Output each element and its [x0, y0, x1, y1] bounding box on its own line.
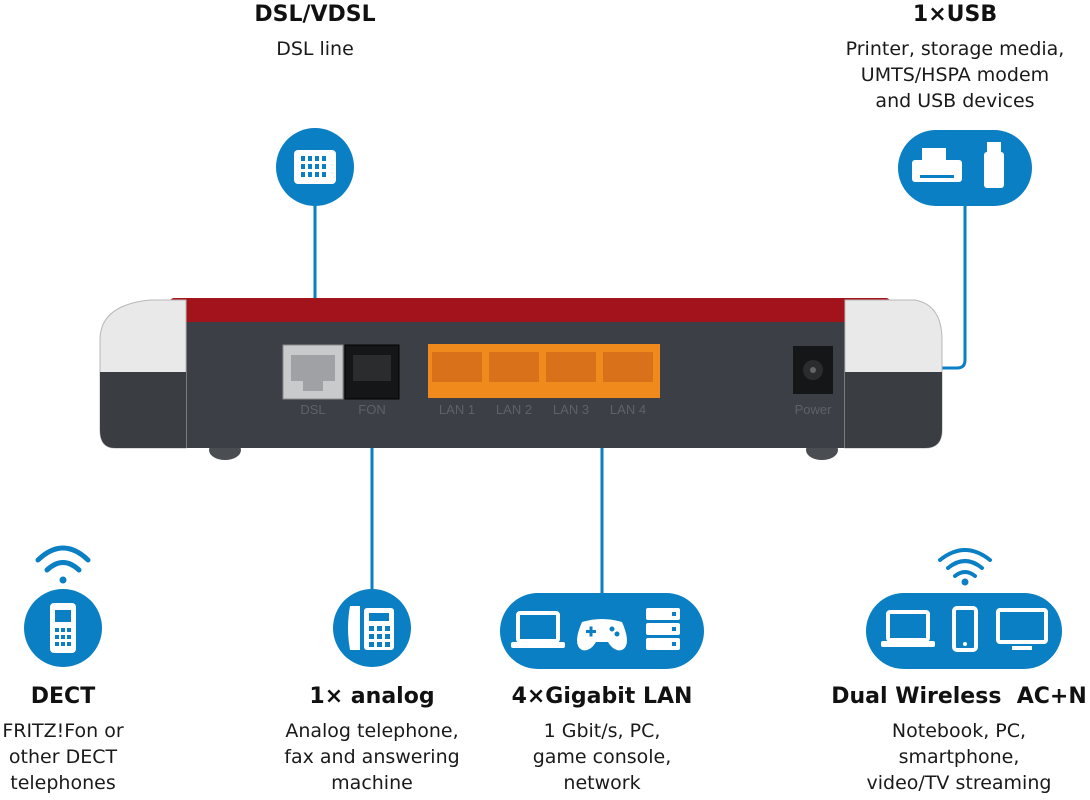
- lan-desc-line-3: network: [563, 772, 641, 794]
- laptop-icon: [511, 611, 565, 648]
- lan-title: 4×Gigabit LAN: [511, 684, 693, 709]
- lan-ports: [428, 344, 660, 398]
- usb-desc-line-1: Printer, storage media,: [845, 38, 1065, 60]
- wifi-feature-label: Dual Wireless AC+N Notebook, PC, smartph…: [830, 684, 1088, 796]
- wifi-desc-line-3: video/TV streaming: [866, 772, 1052, 794]
- lan-port-1: [432, 352, 482, 382]
- lan-feature-label: 4×Gigabit LAN 1 Gbit/s, PC, game console…: [490, 684, 714, 796]
- lan-desc-line-1: 1 Gbit/s, PC,: [543, 720, 661, 742]
- wifi-title: Dual Wireless AC+N: [831, 684, 1087, 709]
- fon-port-socket: [353, 355, 391, 381]
- dsl-icon-badge: [276, 128, 354, 206]
- usb-stick-icon: [984, 142, 1004, 188]
- dect-feature-label: DECT FRITZ!Fon or other DECT telephones: [0, 684, 126, 796]
- dsl-desc-line-1: DSL line: [276, 38, 354, 60]
- lan-port-3: [546, 352, 596, 382]
- lan-port-2: [489, 352, 539, 382]
- dect-title: DECT: [30, 684, 96, 709]
- lan-port-4: [603, 352, 653, 382]
- lan-icon-badge: [500, 593, 704, 669]
- port-label-lan4: LAN 4: [610, 402, 646, 417]
- dect-desc-line-2: other DECT: [8, 746, 118, 768]
- dect-wireless-signal: [35, 545, 91, 584]
- port-label-lan1: LAN 1: [439, 402, 475, 417]
- port-label-power: Power: [795, 402, 833, 417]
- usb-desc-line-3: and USB devices: [875, 90, 1035, 112]
- analog-title: 1× analog: [309, 684, 435, 709]
- port-label-dsl: DSL: [300, 402, 325, 417]
- dect-icon-badge: [24, 589, 102, 667]
- cordless-phone-icon: [50, 603, 76, 653]
- server-icon: [646, 608, 680, 650]
- analog-icon-badge: [333, 589, 411, 667]
- port-label-lan2: LAN 2: [496, 402, 532, 417]
- usb-feature-label: 1×USB Printer, storage media, UMTS/HSPA …: [820, 2, 1090, 114]
- usb-desc-line-2: UMTS/HSPA modem: [860, 64, 1050, 86]
- router-device: DSL FON LAN 1 LAN 2 LAN 3 LAN 4 Power: [99, 298, 943, 460]
- wifi-desc-line-2: smartphone,: [898, 746, 1020, 768]
- analog-feature-label: 1× analog Analog telephone, fax and answ…: [262, 684, 482, 796]
- dsl-feature-label: DSL/VDSL DSL line: [210, 2, 420, 62]
- analog-desc-line-3: machine: [331, 772, 413, 794]
- router-red-top: [170, 298, 890, 328]
- analog-desc-line-2: fax and answering: [284, 746, 460, 768]
- dsl-port-icon: [294, 150, 336, 184]
- dsl-title: DSL/VDSL: [254, 2, 376, 27]
- usb-connector: [930, 195, 967, 370]
- printer-icon: [912, 148, 962, 182]
- usb-title: 1×USB: [912, 2, 998, 27]
- wireless-signal-icon: [938, 548, 992, 562]
- desk-phone-icon: [348, 606, 394, 650]
- usb-icon-badge: [898, 130, 1032, 206]
- port-label-lan3: LAN 3: [553, 402, 589, 417]
- router-right-cap-dark: [845, 372, 942, 448]
- laptop-icon: [881, 610, 935, 647]
- port-label-fon: FON: [358, 402, 385, 417]
- router-left-cap-dark: [100, 372, 186, 448]
- gamepad-icon: [577, 619, 627, 651]
- analog-desc-line-1: Analog telephone,: [285, 720, 459, 742]
- wlan-icon-badge: [866, 593, 1062, 669]
- smartphone-icon: [952, 606, 978, 652]
- wifi-desc-line-1: Notebook, PC,: [891, 720, 1027, 742]
- dect-desc-line-1: FRITZ!Fon or: [2, 720, 124, 742]
- dect-desc-line-3: telephones: [10, 772, 116, 794]
- wlan-wireless-signal: [938, 548, 992, 586]
- lan-desc-line-2: game console,: [532, 746, 672, 768]
- wireless-signal-icon: [35, 545, 91, 563]
- monitor-icon: [996, 608, 1048, 650]
- dsl-port-socket: [291, 355, 335, 381]
